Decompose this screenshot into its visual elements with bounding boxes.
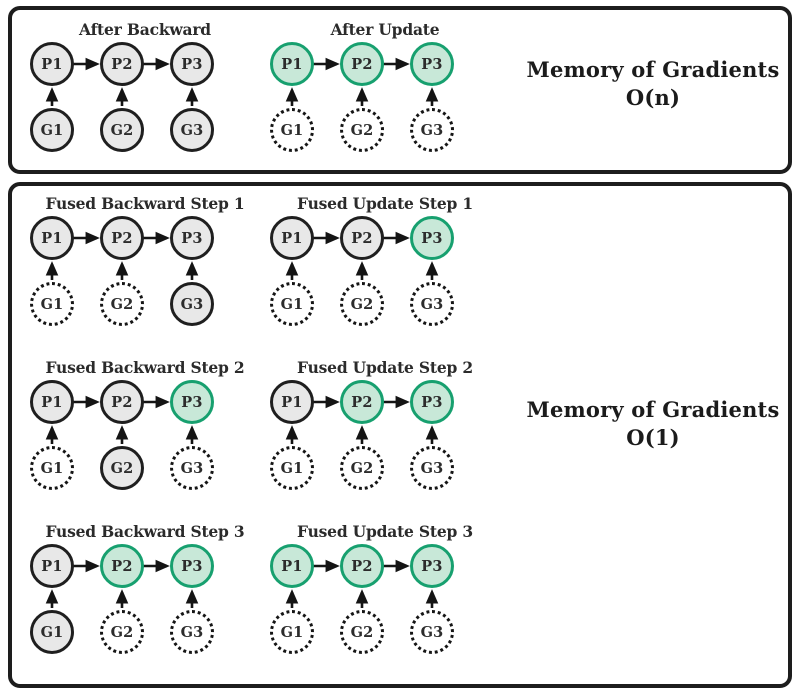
node-p2: P2 [340, 544, 384, 588]
node-p2: P2 [340, 42, 384, 86]
node-p1: P1 [270, 42, 314, 86]
node-p1: P1 [270, 544, 314, 588]
group-title: Fused Backward Step 2 [45, 358, 245, 377]
group-title: Fused Backward Step 1 [45, 194, 245, 213]
node-g1: G1 [270, 446, 314, 490]
graph-edges [285, 559, 439, 608]
node-g3: G3 [170, 108, 214, 152]
panel-note-top: Memory of Gradients O(n) [526, 57, 780, 111]
graph-edges [45, 231, 199, 280]
graph-edges [285, 395, 439, 444]
group-title: After Backward [79, 20, 211, 39]
node-g1: G1 [270, 610, 314, 654]
node-g3: G3 [170, 610, 214, 654]
node-g1: G1 [30, 446, 74, 490]
node-g2: G2 [100, 108, 144, 152]
node-g3: G3 [410, 282, 454, 326]
node-g3: G3 [410, 108, 454, 152]
node-p3: P3 [170, 216, 214, 260]
node-g1: G1 [270, 282, 314, 326]
graph-edges [285, 57, 439, 106]
node-p2: P2 [100, 42, 144, 86]
group-title: After Update [330, 20, 440, 39]
node-p3: P3 [410, 380, 454, 424]
node-g1: G1 [30, 610, 74, 654]
node-p3: P3 [410, 544, 454, 588]
node-p3: P3 [170, 42, 214, 86]
group-title: Fused Update Step 3 [297, 522, 473, 541]
node-p3: P3 [170, 380, 214, 424]
graph-edges [45, 559, 199, 608]
node-g3: G3 [170, 446, 214, 490]
node-p1: P1 [30, 380, 74, 424]
graph-edges [45, 395, 199, 444]
group-title: Fused Update Step 2 [297, 358, 473, 377]
node-g3: G3 [410, 610, 454, 654]
node-g3: G3 [170, 282, 214, 326]
node-g2: G2 [100, 446, 144, 490]
group-title: Fused Backward Step 3 [45, 522, 245, 541]
node-p2: P2 [100, 380, 144, 424]
node-g2: G2 [340, 610, 384, 654]
node-g2: G2 [340, 282, 384, 326]
node-g2: G2 [100, 610, 144, 654]
node-p3: P3 [410, 216, 454, 260]
node-g1: G1 [30, 108, 74, 152]
node-p1: P1 [270, 380, 314, 424]
node-p2: P2 [340, 216, 384, 260]
node-p3: P3 [170, 544, 214, 588]
graph-edges [45, 57, 199, 106]
node-p1: P1 [270, 216, 314, 260]
node-p2: P2 [340, 380, 384, 424]
group-title: Fused Update Step 1 [297, 194, 473, 213]
node-p1: P1 [30, 42, 74, 86]
node-g1: G1 [30, 282, 74, 326]
node-g2: G2 [100, 282, 144, 326]
node-p2: P2 [100, 216, 144, 260]
node-p3: P3 [410, 42, 454, 86]
node-g3: G3 [410, 446, 454, 490]
graph-edges [285, 231, 439, 280]
panel-note-bottom: Memory of Gradients O(1) [526, 397, 780, 451]
node-g2: G2 [340, 446, 384, 490]
node-p1: P1 [30, 544, 74, 588]
node-p2: P2 [100, 544, 144, 588]
node-p1: P1 [30, 216, 74, 260]
node-g2: G2 [340, 108, 384, 152]
node-g1: G1 [270, 108, 314, 152]
